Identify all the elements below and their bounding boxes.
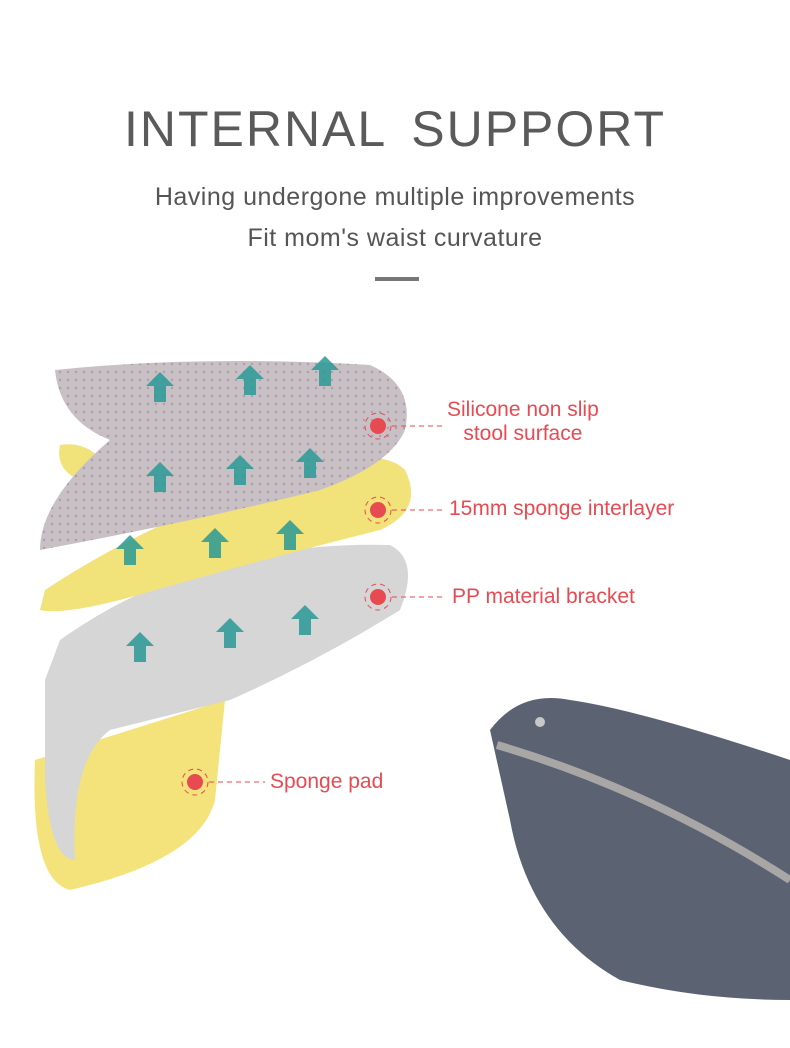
callout-silicone-line2: stool surface	[463, 422, 583, 445]
subtitle-line-1: Having undergone multiple improvements	[154, 183, 636, 211]
callout-silicone: Silicone non slip stool surface	[447, 398, 599, 446]
callout-markers	[181, 412, 445, 796]
callout-silicone-line1: Silicone non slip	[447, 398, 599, 421]
subtitle-line-2: Fit mom's waist curvature	[247, 224, 543, 252]
divider	[375, 277, 419, 281]
pp-bracket	[45, 544, 408, 860]
silicone-surface	[40, 361, 407, 550]
callout-sponge-pad: Sponge pad	[270, 770, 384, 793]
page-title: INTERNAL SUPPORT	[123, 101, 667, 157]
sponge-interlayer	[40, 457, 412, 612]
airflow-arrows	[116, 356, 339, 662]
hip-seat-product	[490, 698, 790, 1000]
callout-sponge-interlayer: 15mm sponge interlayer	[449, 497, 675, 520]
callout-pp-bracket: PP material bracket	[452, 585, 635, 608]
